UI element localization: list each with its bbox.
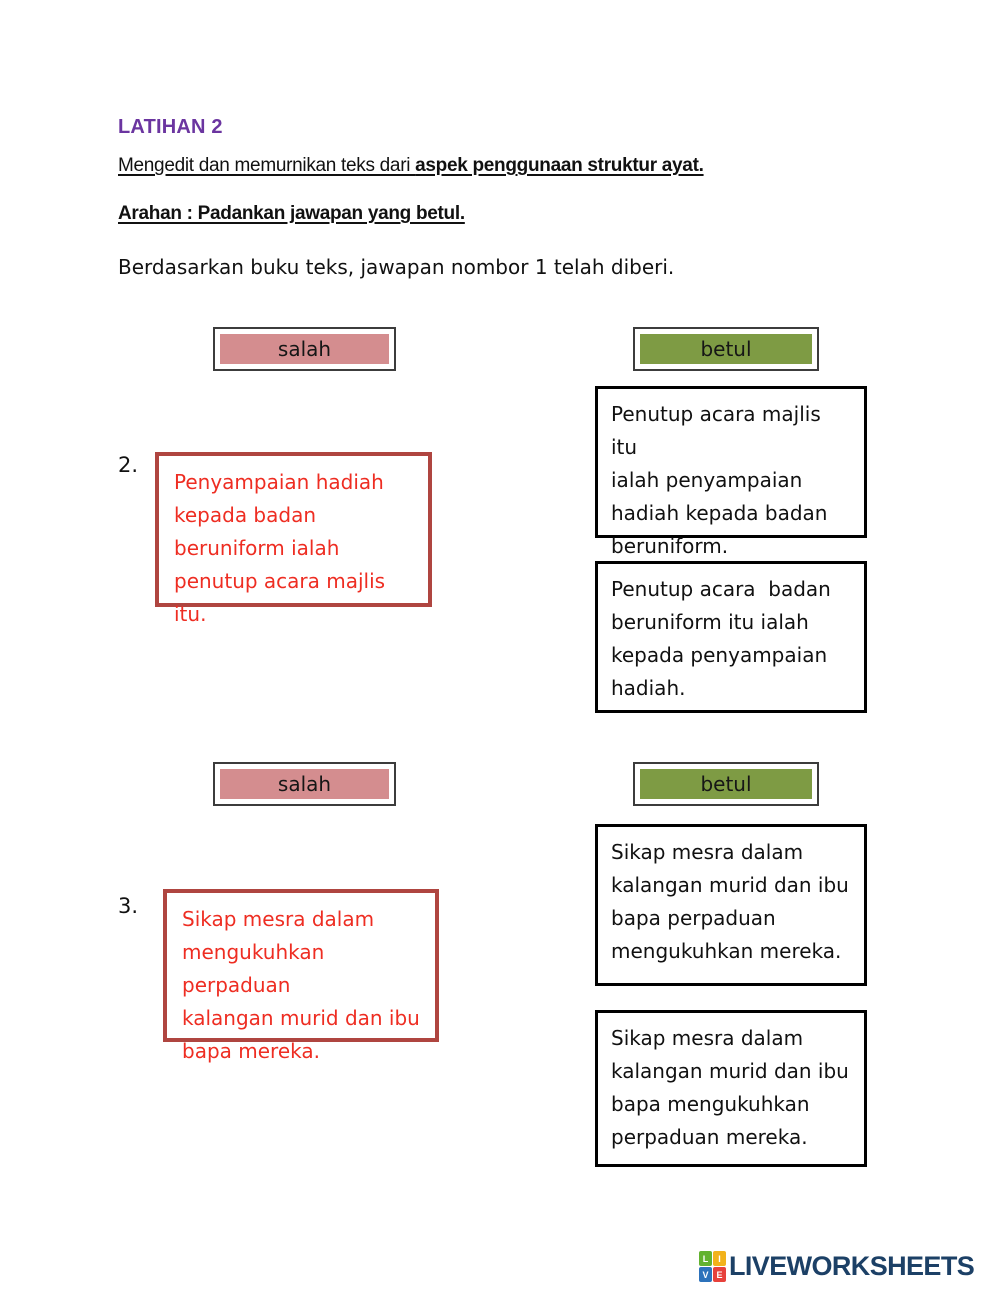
- worksheet-subtitle: Mengedit dan memurnikan teks dari aspek …: [118, 155, 704, 177]
- liveworksheets-wordmark: LIVEWORKSHEETS: [729, 1251, 975, 1281]
- salah-header-2-label: salah: [220, 769, 389, 799]
- betul-header-2-label: betul: [640, 769, 812, 799]
- question-number-3: 3.: [118, 894, 139, 918]
- logo-square-i: I: [713, 1251, 726, 1266]
- logo-square-v: V: [699, 1267, 712, 1282]
- salah-header-1: salah: [213, 327, 396, 371]
- liveworksheets-logo[interactable]: L I V E LIVEWORKSHEETS: [699, 1251, 975, 1282]
- wrong-sentence-box-3: Sikap mesra dalam mengukuhkan perpaduan …: [163, 889, 439, 1063]
- logo-square-l: L: [699, 1251, 712, 1266]
- logo-square-e: E: [713, 1267, 726, 1282]
- note-line: Berdasarkan buku teks, jawapan nombor 1 …: [118, 255, 675, 279]
- answer-option-2a[interactable]: Penutup acara majlis itu ialah penyampai…: [595, 386, 867, 558]
- liveworksheets-logo-icon: L I V E: [699, 1251, 726, 1282]
- subtitle-bold-text: aspek penggunaan struktur ayat.: [415, 155, 704, 176]
- answer-option-3a[interactable]: Sikap mesra dalam kalangan murid dan ibu…: [595, 824, 867, 986]
- answer-option-3b[interactable]: Sikap mesra dalam kalangan murid dan ibu…: [595, 1010, 867, 1167]
- answer-option-2b[interactable]: Penutup acara badan beruniform itu ialah…: [595, 561, 867, 713]
- question-number-2: 2.: [118, 453, 139, 477]
- exercise-title: LATIHAN 2: [118, 116, 223, 138]
- instruction-line: Arahan : Padankan jawapan yang betul.: [118, 203, 465, 224]
- betul-header-1-label: betul: [640, 334, 812, 364]
- betul-header-1: betul: [633, 327, 819, 371]
- salah-header-2: salah: [213, 762, 396, 806]
- betul-header-2: betul: [633, 762, 819, 806]
- subtitle-regular-text: Mengedit dan memurnikan teks dari: [118, 155, 416, 176]
- salah-header-1-label: salah: [220, 334, 389, 364]
- wrong-sentence-box-2: Penyampaian hadiah kepada badan berunifo…: [155, 452, 432, 626]
